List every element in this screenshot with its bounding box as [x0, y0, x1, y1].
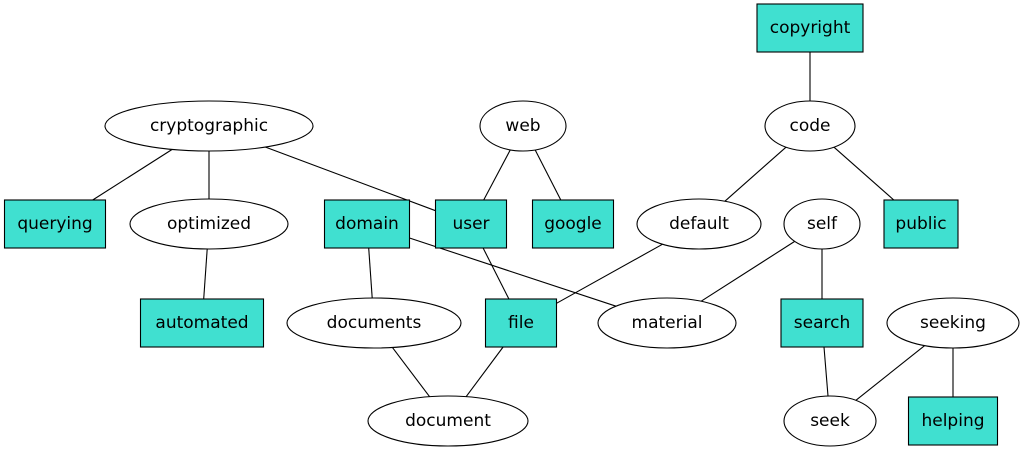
- edge-search-seek: [823, 346, 829, 397]
- node-cryptographic: cryptographic: [104, 100, 314, 152]
- node-label-optimized: optimized: [167, 214, 251, 234]
- node-box-copyright: [756, 3, 864, 53]
- node-label-self: self: [807, 214, 838, 234]
- node-ellipse-material: [597, 297, 737, 349]
- node-file: file: [484, 298, 558, 348]
- edge-domain-documents: [368, 247, 373, 299]
- node-ellipse-web: [479, 100, 567, 152]
- node-ellipse-cryptographic: [104, 100, 314, 152]
- node-optimized: optimized: [129, 198, 289, 250]
- edge-self-material: [700, 240, 795, 302]
- node-querying: querying: [3, 199, 107, 249]
- node-ellipse-self: [783, 198, 861, 250]
- node-helping: helping: [907, 396, 999, 446]
- node-box-helping: [907, 396, 999, 446]
- edge-layer: [92, 52, 954, 401]
- node-box-file: [484, 298, 558, 348]
- edge-documents-document: [391, 347, 431, 398]
- edge-web-user: [483, 149, 511, 201]
- edge-code-default: [724, 146, 787, 202]
- node-label-search: search: [794, 313, 850, 333]
- node-automated: automated: [139, 298, 265, 348]
- node-search: search: [780, 298, 864, 348]
- node-seeking: seeking: [886, 297, 1020, 349]
- node-label-cryptographic: cryptographic: [150, 116, 268, 136]
- node-label-seek: seek: [810, 411, 850, 431]
- node-box-automated: [139, 298, 265, 348]
- node-box-querying: [3, 199, 107, 249]
- node-box-user: [434, 199, 508, 249]
- node-box-search: [780, 298, 864, 348]
- node-label-default: default: [669, 214, 729, 234]
- edge-seeking-seek: [855, 345, 926, 401]
- edge-optimized-automated: [203, 248, 208, 300]
- edge-cryptographic-querying: [92, 148, 173, 201]
- node-copyright: copyright: [756, 3, 864, 53]
- edge-domain-material: [409, 237, 617, 307]
- node-label-domain: domain: [335, 214, 399, 234]
- node-label-copyright: copyright: [770, 18, 851, 38]
- node-self: self: [783, 198, 861, 250]
- node-ellipse-code: [764, 100, 856, 152]
- node-user: user: [434, 199, 508, 249]
- node-web: web: [479, 100, 567, 152]
- node-label-querying: querying: [17, 214, 92, 234]
- node-box-public: [883, 199, 959, 249]
- edge-default-file: [556, 243, 663, 304]
- node-google: google: [531, 199, 615, 249]
- edge-code-public: [833, 146, 895, 201]
- node-ellipse-default: [636, 198, 762, 250]
- node-material: material: [597, 297, 737, 349]
- node-label-code: code: [790, 116, 831, 136]
- node-label-helping: helping: [921, 411, 984, 431]
- node-code: code: [764, 100, 856, 152]
- edge-file-document: [465, 346, 504, 398]
- node-ellipse-optimized: [129, 198, 289, 250]
- node-document: document: [367, 395, 529, 447]
- node-ellipse-documents: [286, 297, 462, 349]
- node-ellipse-document: [367, 395, 529, 447]
- node-box-domain: [323, 199, 411, 249]
- node-label-file: file: [508, 313, 534, 333]
- edge-user-file: [482, 247, 510, 300]
- node-label-documents: documents: [327, 313, 422, 333]
- node-label-web: web: [505, 116, 540, 136]
- node-label-seeking: seeking: [920, 313, 986, 333]
- node-ellipse-seeking: [886, 297, 1020, 349]
- node-label-user: user: [452, 214, 489, 234]
- node-label-google: google: [544, 214, 602, 234]
- edge-web-google: [534, 149, 562, 201]
- node-public: public: [883, 199, 959, 249]
- node-box-google: [531, 199, 615, 249]
- node-label-document: document: [405, 411, 491, 431]
- node-label-public: public: [895, 214, 946, 234]
- node-documents: documents: [286, 297, 462, 349]
- node-ellipse-seek: [783, 395, 877, 447]
- node-seek: seek: [783, 395, 877, 447]
- node-domain: domain: [323, 199, 411, 249]
- node-default: default: [636, 198, 762, 250]
- node-label-automated: automated: [155, 313, 248, 333]
- node-layer: copyright code cryptographic web querying opt…: [3, 3, 1020, 447]
- node-label-material: material: [632, 313, 703, 333]
